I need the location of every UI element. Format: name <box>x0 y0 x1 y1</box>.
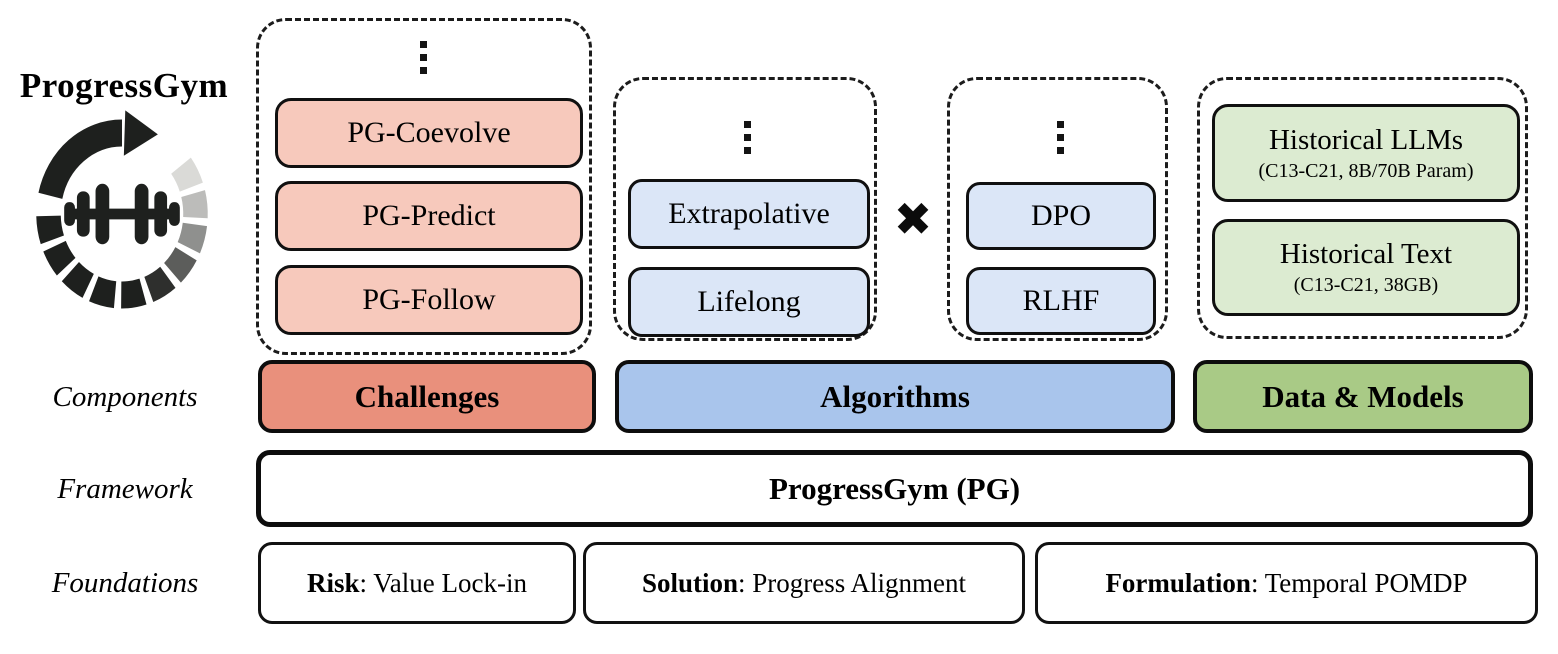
algorithm-pill-lifelong: Lifelong <box>628 267 870 337</box>
component-data-models: Data & Models <box>1193 360 1533 433</box>
algorithm-types-group: Extrapolative Lifelong <box>613 77 877 341</box>
task-pill-pg-follow: PG-Follow <box>275 265 583 335</box>
task-pill-pg-coevolve: PG-Coevolve <box>275 98 583 168</box>
framework-row-label: Framework <box>57 472 193 505</box>
algorithm-pill-dpo: DPO <box>966 182 1156 250</box>
vertical-ellipsis-icon <box>744 121 751 154</box>
vertical-ellipsis-icon <box>1057 121 1064 154</box>
components-row-label: Components <box>52 380 198 413</box>
formulation-term: Formulation <box>1105 567 1251 598</box>
foundation-risk-box: Risk: Value Lock-in <box>258 542 576 624</box>
data-pill-historical-llms: Historical LLMs (C13-C21, 8B/70B Param) <box>1212 104 1520 202</box>
progressgym-logo-icon <box>36 110 208 309</box>
algorithm-pill-extrapolative: Extrapolative <box>628 179 870 249</box>
risk-term: Risk <box>307 567 360 598</box>
challenges-task-group: PG-Coevolve PG-Predict PG-Follow <box>256 18 592 355</box>
historical-text-title: Historical Text <box>1279 238 1453 270</box>
formulation-desc: : Temporal POMDP <box>1250 567 1468 598</box>
historical-llms-subtitle: (C13-C21, 8B/70B Param) <box>1258 159 1474 182</box>
foundations-row-label: Foundations <box>51 566 199 599</box>
component-algorithms: Algorithms <box>615 360 1175 433</box>
component-challenges: Challenges <box>258 360 596 433</box>
framework-box: ProgressGym (PG) <box>256 450 1533 527</box>
progressgym-wordmark: ProgressGym <box>19 66 229 105</box>
historical-llms-title: Historical LLMs <box>1268 123 1464 156</box>
solution-term: Solution <box>641 567 739 598</box>
foundation-formulation-box: Formulation: Temporal POMDP <box>1035 542 1538 624</box>
algorithm-pill-rlhf: RLHF <box>966 267 1156 335</box>
historical-text-subtitle: (C13-C21, 38GB) <box>1293 274 1439 296</box>
data-models-group: Historical LLMs (C13-C21, 8B/70B Param) … <box>1197 77 1528 339</box>
cross-product-icon: ✖ <box>893 192 933 246</box>
task-pill-pg-predict: PG-Predict <box>275 181 583 251</box>
algorithm-bases-group: DPO RLHF <box>947 77 1168 341</box>
foundation-solution-box: Solution: Progress Alignment <box>583 542 1025 624</box>
vertical-ellipsis-icon <box>420 41 427 74</box>
risk-desc: : Value Lock-in <box>359 567 527 598</box>
data-pill-historical-text: Historical Text (C13-C21, 38GB) <box>1212 219 1520 316</box>
solution-desc: : Progress Alignment <box>738 567 967 598</box>
